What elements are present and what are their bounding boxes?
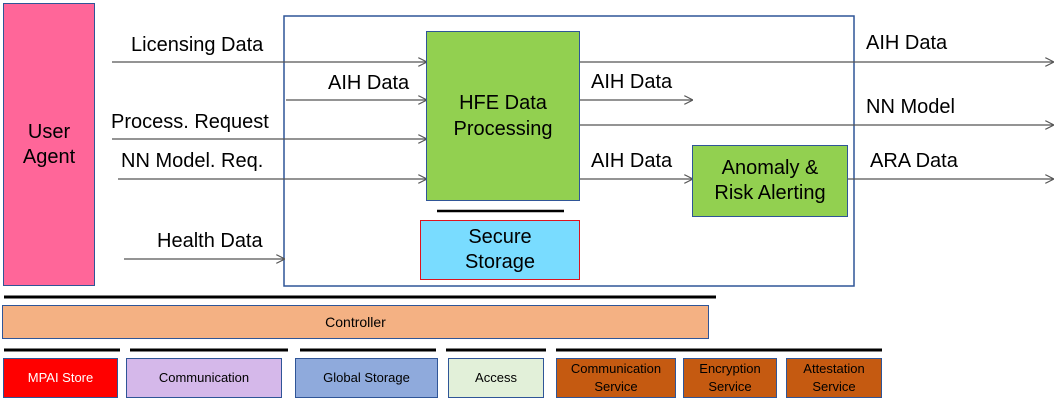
aih-data-internal-label-1: AIH Data <box>591 71 673 93</box>
global-storage-label: Global Storage <box>323 370 410 386</box>
mpai-store-block: MPAI Store <box>3 358 118 398</box>
mpai-store-label: MPAI Store <box>27 370 94 386</box>
nn-model-request-label: NN Model. Req. <box>121 150 264 172</box>
communication-service-block: Communication Service <box>556 358 676 398</box>
access-label: Access <box>475 370 517 386</box>
nn-model-output-label: NN Model <box>866 96 955 118</box>
communication-service-label-line2: Service <box>594 379 638 394</box>
encryption-service-label-line1: Encryption <box>699 361 761 377</box>
secure-storage-label-line1: Secure <box>468 226 532 248</box>
communication-label: Communication <box>158 370 250 386</box>
encryption-service-label-line2: Service <box>708 379 752 394</box>
hfe-label-line2: Processing <box>453 118 553 140</box>
aih-data-internal-label-2: AIH Data <box>591 150 673 172</box>
licensing-data-label: Licensing Data <box>131 34 264 56</box>
controller-block: Controller <box>2 305 709 339</box>
attestation-service-label-line2: Service <box>812 379 856 394</box>
process-request-label: Process. Request <box>111 111 269 133</box>
user-agent-label-line1: User <box>27 120 71 143</box>
user-agent-label-line2: Agent <box>22 145 76 168</box>
ara-data-output-label: ARA Data <box>870 150 958 172</box>
attestation-service-label-line1: Attestation <box>803 361 865 377</box>
encryption-service-block: Encryption Service <box>683 358 777 398</box>
secure-storage-label-line2: Storage <box>464 251 536 273</box>
secure-storage-block: Secure Storage <box>420 220 580 280</box>
controller-label: Controller <box>325 314 386 330</box>
communication-block: Communication <box>126 358 282 398</box>
anomaly-risk-alerting-block: Anomaly & Risk Alerting <box>692 145 848 217</box>
anomaly-label-line1: Anomaly & <box>721 157 819 179</box>
hfe-aih-data-input-label: AIH Data <box>328 72 410 94</box>
system-boundary <box>283 15 855 287</box>
anomaly-label-line2: Risk Alerting <box>714 182 826 204</box>
user-agent-block: User Agent <box>3 3 95 286</box>
global-storage-block: Global Storage <box>295 358 438 398</box>
access-block: Access <box>448 358 544 398</box>
hfe-label-line1: HFE Data <box>459 92 547 114</box>
communication-service-label-line1: Communication <box>570 361 662 377</box>
aih-data-output-label: AIH Data <box>866 32 948 54</box>
hfe-data-processing-block: HFE Data Processing <box>426 31 580 201</box>
attestation-service-block: Attestation Service <box>786 358 882 398</box>
health-data-label: Health Data <box>157 230 263 252</box>
